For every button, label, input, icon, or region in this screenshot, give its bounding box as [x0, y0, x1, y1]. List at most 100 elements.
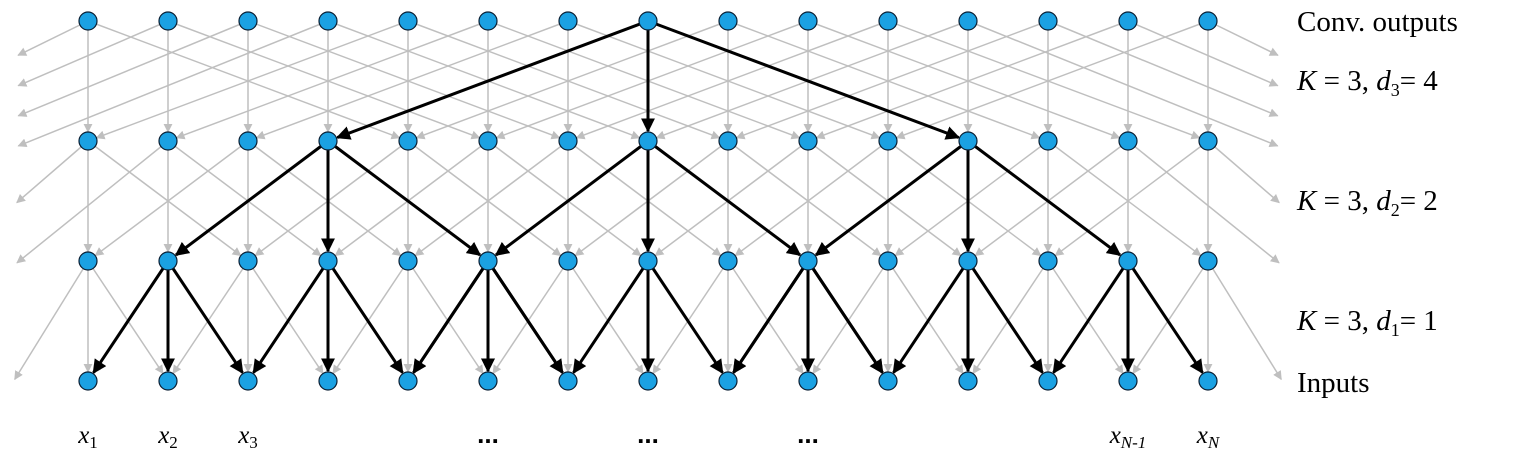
node-layer0-col4 [398, 371, 418, 391]
edge-gray [972, 260, 1049, 375]
node-layer0-col9 [798, 371, 818, 391]
edge-gray [887, 140, 1042, 257]
edge-gray [1127, 140, 1280, 264]
edge-receptive [92, 260, 170, 374]
edge-gray [17, 20, 329, 148]
node-layer2-col10 [878, 131, 898, 151]
node-layer2-col12 [1038, 131, 1058, 151]
node-layer0-col5 [478, 371, 498, 391]
node-layer2-col0 [78, 131, 98, 151]
node-layer1-col5 [478, 251, 498, 271]
edge-gray [967, 20, 1279, 148]
edge-gray [655, 20, 969, 140]
edge-gray [492, 260, 569, 375]
node-layer1-col8 [718, 251, 738, 271]
node-layer2-col1 [158, 131, 178, 151]
edge-gray [95, 20, 409, 140]
node-layer0-col14 [1198, 371, 1218, 391]
node-layer3-col4 [398, 11, 418, 31]
edge-receptive [806, 260, 884, 374]
edge-receptive [647, 19, 960, 140]
node-layer0-col8 [718, 371, 738, 391]
edge-receptive [412, 260, 490, 374]
node-layer0-col1 [158, 371, 178, 391]
edge-gray [87, 20, 401, 140]
edge-receptive [1052, 260, 1130, 374]
edge-receptive [336, 19, 649, 140]
node-layer0-col12 [1038, 371, 1058, 391]
node-layer2-col8 [718, 131, 738, 151]
node-layer2-col3 [318, 131, 338, 151]
edge-gray [1207, 140, 1280, 204]
node-layer3-col3 [318, 11, 338, 31]
edge-gray [812, 260, 889, 375]
edge-gray [567, 20, 881, 140]
edge-gray [87, 260, 164, 375]
edge-gray [247, 140, 402, 257]
node-layer0-col7 [638, 371, 658, 391]
edge-receptive [1126, 260, 1204, 374]
edge-receptive [814, 139, 969, 257]
edge-gray [327, 20, 641, 140]
edge-gray [727, 260, 804, 375]
ellipsis-2: ... [637, 419, 659, 449]
conv-outputs-label: Conv. outputs [1297, 6, 1458, 38]
edge-gray [574, 140, 729, 257]
node-layer1-col13 [1118, 251, 1138, 271]
edge-receptive [326, 260, 404, 374]
edge-receptive [327, 139, 482, 257]
edge-gray [807, 140, 962, 257]
edge-gray [172, 260, 249, 375]
x-label-2: x2 [157, 422, 178, 450]
x-label-n-minus-1: xN-1 [1109, 422, 1147, 450]
edge-receptive [647, 139, 802, 257]
edge-gray [332, 260, 409, 375]
edge-gray [17, 20, 169, 87]
edge-gray [16, 140, 169, 264]
edge-gray [887, 20, 1201, 140]
node-layer2-col7 [638, 131, 658, 151]
node-layer2-col5 [478, 131, 498, 151]
edge-gray [255, 20, 569, 140]
node-layer3-col6 [558, 11, 578, 31]
node-layer3-col11 [958, 11, 978, 31]
edge-receptive [174, 139, 329, 257]
edge-gray [1127, 20, 1279, 87]
edge-gray [974, 140, 1129, 257]
node-layer3-col7 [638, 11, 658, 31]
layer3-label: K = 3, d3= 4 [1296, 65, 1438, 100]
edge-gray [487, 140, 642, 257]
edge-gray [887, 260, 964, 375]
edge-receptive [892, 260, 970, 374]
edge-gray [175, 20, 489, 140]
node-layer1-col9 [798, 251, 818, 271]
node-layer2-col6 [558, 131, 578, 151]
edge-gray [407, 140, 562, 257]
edge-gray [1132, 260, 1209, 375]
node-layer2-col11 [958, 131, 978, 151]
node-layer0-col3 [318, 371, 338, 391]
x-labels: x1 x2 x3 xN-1 xN [77, 422, 1221, 450]
node-layer2-col2 [238, 131, 258, 151]
receptive-field-edges-group [92, 19, 1204, 374]
node-layer1-col2 [238, 251, 258, 271]
edge-gray [727, 20, 1041, 140]
node-layer2-col14 [1198, 131, 1218, 151]
node-layer3-col8 [718, 11, 738, 31]
layer2-label: K = 3, d2= 2 [1296, 185, 1438, 220]
node-layer0-col6 [558, 371, 578, 391]
edge-receptive [166, 260, 244, 374]
node-layer1-col3 [318, 251, 338, 271]
edge-receptive [494, 139, 649, 257]
edge-gray [654, 140, 809, 257]
edge-gray [894, 140, 1049, 257]
edge-receptive [486, 260, 564, 374]
edge-gray [895, 20, 1209, 140]
row-labels: Conv. outputs K = 3, d3= 4 K = 3, d2= 2 … [1296, 6, 1458, 399]
edge-gray [14, 260, 89, 381]
edge-gray [495, 20, 809, 140]
edge-gray [1047, 140, 1202, 257]
edge-receptive [252, 260, 330, 374]
node-layer1-col0 [78, 251, 98, 271]
